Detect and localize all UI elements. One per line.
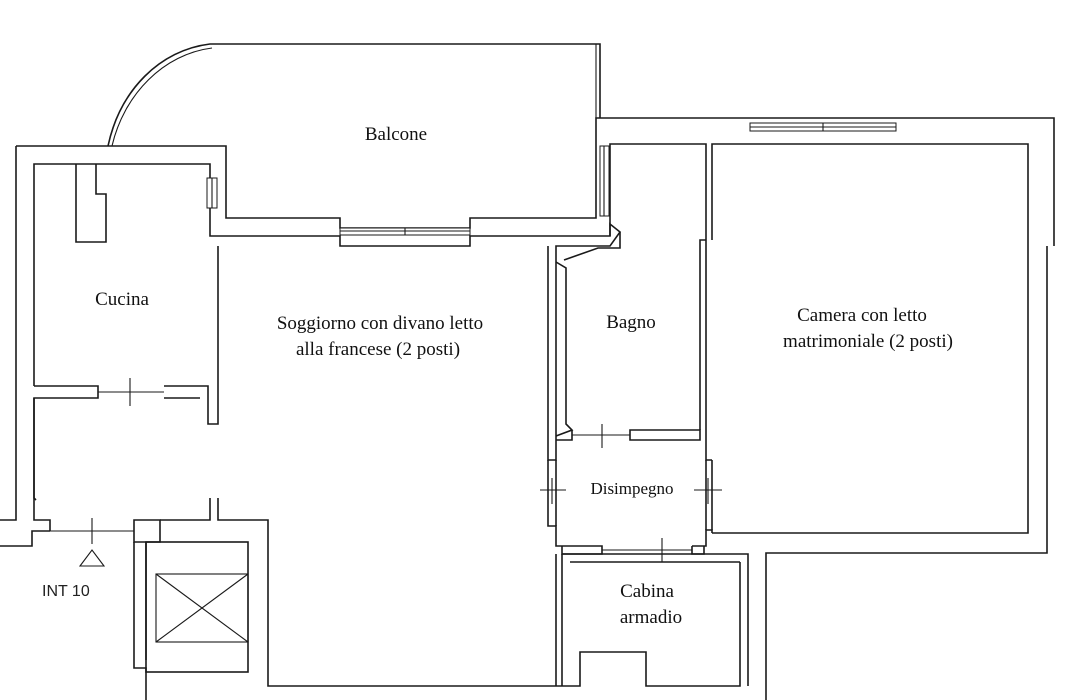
room-label-cabina-line1: Cabina — [620, 581, 674, 602]
room-label-soggiorno-line1: Soggiorno con divano letto — [276, 313, 484, 334]
kitchen-bottom-wall-right — [164, 246, 219, 425]
room-label-cabina-line2: armadio — [619, 607, 683, 628]
balcony-outline — [107, 43, 601, 147]
kitchen-window — [206, 177, 218, 209]
room-label-camera-line1: Camera con letto — [797, 305, 927, 326]
bathroom-left-wall — [555, 261, 574, 437]
bathroom-bottom-wall — [556, 429, 701, 441]
camera-wall — [711, 143, 1029, 534]
entrance-triangle-icon — [78, 549, 106, 567]
living-balcony-door — [339, 227, 471, 236]
stair-wall-left — [133, 542, 147, 700]
room-label-disimpegno: Disimpegno — [590, 479, 674, 498]
cabina-walls — [548, 553, 749, 687]
room-label-cucina: Cucina — [95, 289, 149, 310]
entrance-right-jamb — [133, 519, 161, 543]
room-label-soggiorno-line2: alla francese (2 posti) — [295, 339, 461, 360]
disimpegno-walls — [547, 460, 713, 555]
kitchen-counter — [75, 164, 107, 243]
hall-left-wall — [33, 398, 51, 531]
room-label-bagno: Bagno — [606, 312, 656, 333]
bathroom-window — [599, 145, 610, 217]
unit-number-label: INT 10 — [42, 583, 90, 600]
outer-wall-outer — [0, 117, 1055, 700]
bedroom-window — [749, 122, 897, 132]
stair-wall — [160, 498, 548, 687]
elevator-shaft — [145, 541, 249, 673]
living-right-wall — [547, 222, 622, 461]
bathroom-inner-slant — [563, 232, 621, 261]
room-label-balcone: Balcone — [364, 124, 428, 145]
room-label-camera-line2: matrimoniale (2 posti) — [783, 331, 953, 352]
disimpegno-right-jamb — [705, 460, 713, 530]
bathroom-right-wall — [699, 239, 712, 461]
outer-wall-inner — [33, 143, 707, 386]
kitchen-bottom-wall — [33, 385, 99, 501]
